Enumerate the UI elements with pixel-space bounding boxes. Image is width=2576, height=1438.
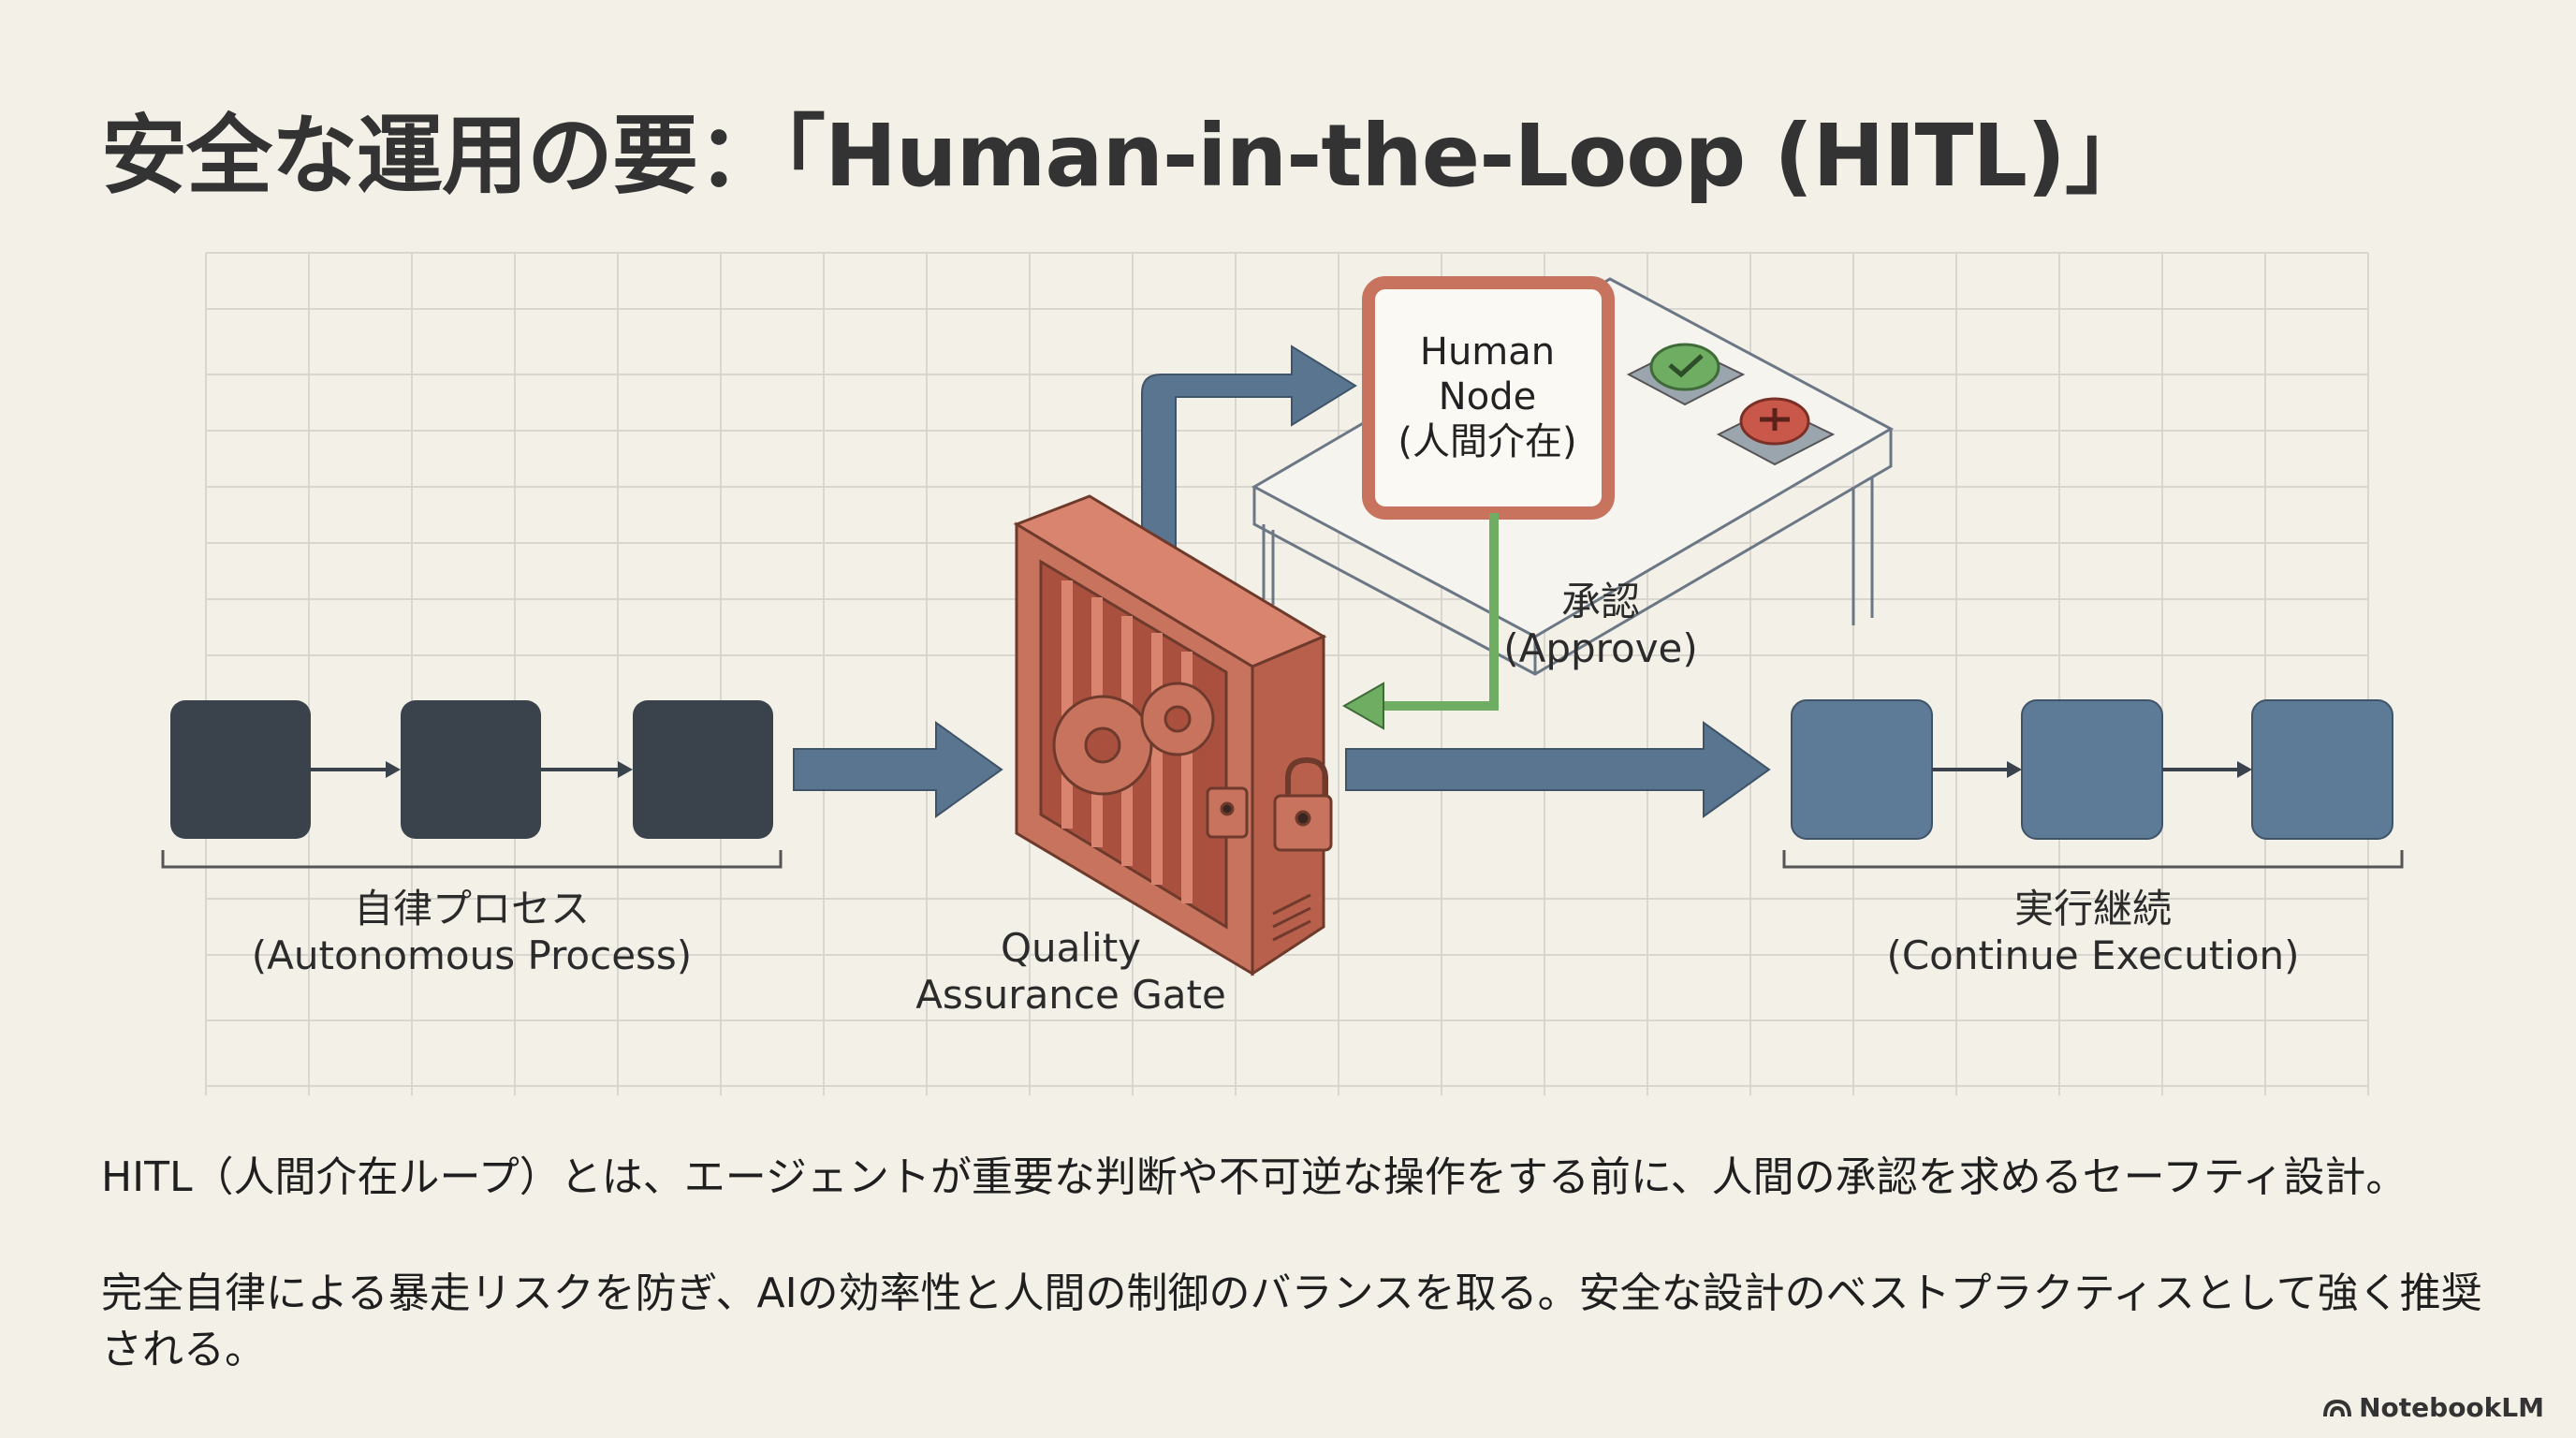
- execution-block: [2021, 699, 2163, 840]
- quality-assurance-gate: [1013, 494, 1333, 976]
- human-node-box: [1362, 276, 1615, 520]
- body-paragraph-2: 完全自律による暴走リスクを防ぎ、AIの効率性と人間の制御のバランスを取る。安全な…: [101, 1269, 2482, 1373]
- lock-icon: [1206, 756, 1333, 852]
- page-title: 安全な運用の要：「Human-in-the-Loop (HITL)」: [101, 106, 2151, 206]
- approve-arrow: [1380, 513, 1499, 711]
- continue-execution-blocks: [1782, 699, 2404, 869]
- quality-gate-label: Quality Assurance Gate: [884, 925, 1258, 1019]
- approve-button-icon: [1626, 343, 1746, 406]
- arrow-to-human-node: [1141, 345, 1357, 581]
- process-block: [170, 700, 311, 839]
- reject-button-icon: [1716, 397, 1836, 466]
- notebooklm-logo-icon: [2323, 1399, 2352, 1416]
- autonomous-process-label-jp: 自律プロセス: [353, 886, 590, 932]
- continue-bracket: [1782, 850, 2404, 869]
- quality-gate-label-line2: Assurance Gate: [915, 972, 1226, 1018]
- approve-label-jp: 承認: [1560, 579, 1640, 624]
- process-block: [633, 700, 773, 839]
- autonomous-bracket: [161, 850, 783, 869]
- arrow-into-gate: [793, 721, 1003, 818]
- execution-block: [1791, 699, 1933, 840]
- gear-icon: [1052, 682, 1215, 796]
- execution-block: [2251, 699, 2393, 840]
- autonomous-process-label: 自律プロセス (Autonomous Process): [238, 886, 706, 979]
- autonomous-process-label-en: (Autonomous Process): [251, 932, 693, 978]
- continue-execution-label: 実行継続 (Continue Execution): [1850, 886, 2336, 979]
- quality-gate-label-line1: Quality: [1000, 925, 1142, 971]
- process-block: [401, 700, 541, 839]
- continue-execution-label-en: (Continue Execution): [1886, 932, 2300, 978]
- human-node-line2: Node: [1438, 375, 1537, 418]
- human-node-line3: (人間介在): [1398, 420, 1577, 463]
- human-node-line1: Human: [1419, 330, 1556, 374]
- arrow-out-of-gate: [1345, 721, 1771, 818]
- human-node-label: Human Node (人間介在): [1397, 330, 1578, 464]
- autonomous-process-blocks: [161, 700, 783, 869]
- brand-name: NotebookLM: [2359, 1392, 2544, 1423]
- continue-execution-label-jp: 実行継続: [2013, 886, 2172, 932]
- approve-label-en: (Approve): [1503, 625, 1698, 671]
- approve-label: 承認 (Approve): [1488, 579, 1713, 672]
- notebooklm-brand: NotebookLM: [2323, 1392, 2544, 1423]
- body-paragraph-1: HITL（人間介在ループ）とは、エージェントが重要な判断や不可逆な操作をする前に…: [101, 1153, 2408, 1201]
